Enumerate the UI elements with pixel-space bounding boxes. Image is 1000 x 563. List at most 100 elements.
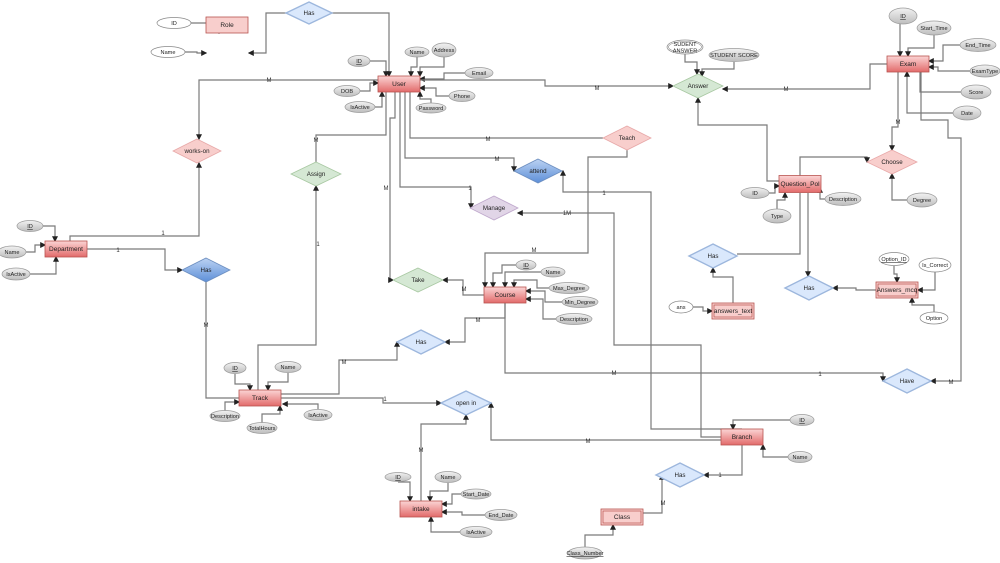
attribute-course-max[interactable]: Max_Degree xyxy=(548,282,590,294)
attribute-ellipse xyxy=(431,42,457,58)
attribute-q-type[interactable]: Type xyxy=(762,208,792,224)
relationship-open-in[interactable]: open in xyxy=(439,390,493,416)
relationship-label: open in xyxy=(456,400,477,407)
attribute-exam-start[interactable]: Start_Time xyxy=(916,20,952,36)
entity-user[interactable]: User xyxy=(377,75,421,93)
relationship-has-track-course[interactable]: Has xyxy=(395,329,447,355)
attribute-user-address[interactable]: Address xyxy=(431,42,457,58)
edge-exam-start xyxy=(905,35,935,58)
attribute-mcq-is-correct[interactable]: Is_Correct xyxy=(918,257,952,273)
attribute-ellipse xyxy=(668,300,694,314)
cardinality-label: 1M xyxy=(563,211,571,217)
attribute-exam-date[interactable]: Date xyxy=(952,105,982,121)
attribute-user-id[interactable]: ID xyxy=(347,55,371,67)
attribute-course-desc[interactable]: Description xyxy=(555,313,593,325)
attribute-branch-id[interactable]: ID xyxy=(789,414,815,426)
attribute-exam-type[interactable]: ExamType xyxy=(969,64,1000,78)
attribute-label: ID xyxy=(523,263,529,269)
attribute-user-dob[interactable]: DOB xyxy=(333,85,361,97)
attribute-exam-end[interactable]: End_Time xyxy=(959,38,997,52)
attribute-choose-degree[interactable]: Degree xyxy=(906,192,938,208)
relationship-diamond xyxy=(866,149,918,175)
attribute-track-hours[interactable]: TotalHours xyxy=(246,422,278,434)
attribute-course-min[interactable]: Min_Degree xyxy=(561,296,599,308)
attribute-dept-id[interactable]: ID xyxy=(16,220,44,232)
edge-branch-has xyxy=(702,445,743,478)
relationship-has-branch-class[interactable]: Has xyxy=(654,462,706,488)
relationship-label: Has xyxy=(803,285,814,292)
attribute-user-name[interactable]: Name xyxy=(404,46,430,58)
attribute-intake-start[interactable]: Start_Date xyxy=(460,488,492,500)
edge-course-max xyxy=(511,279,549,289)
relationship-diamond xyxy=(395,329,447,355)
attribute-ellipse xyxy=(567,546,603,560)
relationship-label: Teach xyxy=(619,135,636,142)
attribute-intake-isactive[interactable]: IsActive xyxy=(459,526,493,538)
attribute-track-id[interactable]: ID xyxy=(223,362,247,374)
relationship-has-dept[interactable]: Has xyxy=(181,257,231,283)
relationship-diamond xyxy=(602,125,652,151)
attribute-intake-end[interactable]: End_Date xyxy=(484,509,518,521)
relationship-answer[interactable]: Answer xyxy=(672,73,724,99)
attribute-class-number[interactable]: Class_Number xyxy=(567,546,604,560)
entity-answers-text[interactable]: answers_text xyxy=(711,302,755,320)
attribute-mcq-option[interactable]: Option xyxy=(919,311,949,325)
attribute-track-name[interactable]: Name xyxy=(274,361,302,373)
attribute-exam-id[interactable]: ID xyxy=(888,7,918,25)
attribute-user-email[interactable]: Email xyxy=(464,67,494,79)
relationship-has-qtext[interactable]: Has xyxy=(687,243,739,269)
relationship-works-on[interactable]: works-on xyxy=(172,138,222,164)
attribute-student-score[interactable]: STUDENT SCORE xyxy=(708,48,760,62)
attribute-dept-name[interactable]: Name xyxy=(0,245,27,259)
attribute-label: DOB xyxy=(341,89,353,95)
entity-question-pol[interactable]: Question_Pol xyxy=(778,175,822,193)
entity-department[interactable]: Department xyxy=(44,240,88,258)
attribute-label: IsActive xyxy=(308,413,328,419)
attribute-role-name[interactable]: Name xyxy=(150,46,186,58)
entity-answers-mcq[interactable]: Answers_mcq xyxy=(875,281,919,299)
entity-role[interactable]: Role xyxy=(205,16,249,34)
attribute-track-desc[interactable]: Description xyxy=(209,410,241,422)
entity-intake[interactable]: intake xyxy=(399,500,443,518)
attribute-intake-id[interactable]: ID xyxy=(384,472,412,482)
entity-class[interactable]: Class xyxy=(600,508,644,526)
attribute-track-isactive[interactable]: IsActive xyxy=(303,409,333,421)
relationship-attend[interactable]: attend xyxy=(513,158,563,184)
relationship-has-qmcq[interactable]: Has xyxy=(783,275,835,301)
attribute-course-id[interactable]: ID xyxy=(515,259,537,271)
attribute-ans-text[interactable]: ans xyxy=(668,300,694,314)
attribute-exam-score[interactable]: Score xyxy=(960,84,992,100)
relationship-has-role[interactable]: Has xyxy=(284,1,334,25)
attribute-intake-name[interactable]: Name xyxy=(434,471,462,483)
relationship-assign[interactable]: Assign xyxy=(290,161,342,187)
relationship-label: Has xyxy=(415,339,426,346)
attribute-course-name[interactable]: Name xyxy=(540,266,566,278)
attribute-mcq-option-id[interactable]: Option_ID xyxy=(878,252,910,266)
attribute-user-phone[interactable]: Phone xyxy=(448,90,476,102)
attribute-user-isactive[interactable]: IsActive xyxy=(344,101,376,113)
attribute-q-desc[interactable]: Description xyxy=(824,192,862,206)
edge-track-name xyxy=(265,373,289,392)
relationship-label: works-on xyxy=(183,148,210,155)
edges-layer xyxy=(26,12,970,547)
attribute-branch-name[interactable]: Name xyxy=(787,451,813,463)
attribute-dept-isactive[interactable]: IsActive xyxy=(1,267,31,281)
entity-exam[interactable]: Exam xyxy=(886,55,930,73)
attribute-user-password[interactable]: Password xyxy=(415,102,447,114)
attribute-q-id[interactable]: ID xyxy=(740,187,770,199)
relationship-take[interactable]: Take xyxy=(392,267,444,293)
attribute-label: Start_Time xyxy=(920,26,947,32)
entity-track[interactable]: Track xyxy=(238,389,282,407)
relationship-manage[interactable]: Manage xyxy=(469,195,519,221)
entity-branch[interactable]: Branch xyxy=(720,428,764,446)
attribute-role-id[interactable]: ID xyxy=(156,17,192,29)
cardinality-label: M xyxy=(204,323,209,329)
edge-exam-choose xyxy=(889,72,899,152)
relationship-have[interactable]: Have xyxy=(881,368,933,394)
edge-track-hours xyxy=(261,404,283,423)
entity-label: Department xyxy=(49,246,83,253)
relationship-choose[interactable]: Choose xyxy=(866,149,918,175)
entity-course[interactable]: Course xyxy=(483,286,527,304)
relationship-teach[interactable]: Teach xyxy=(602,125,652,151)
